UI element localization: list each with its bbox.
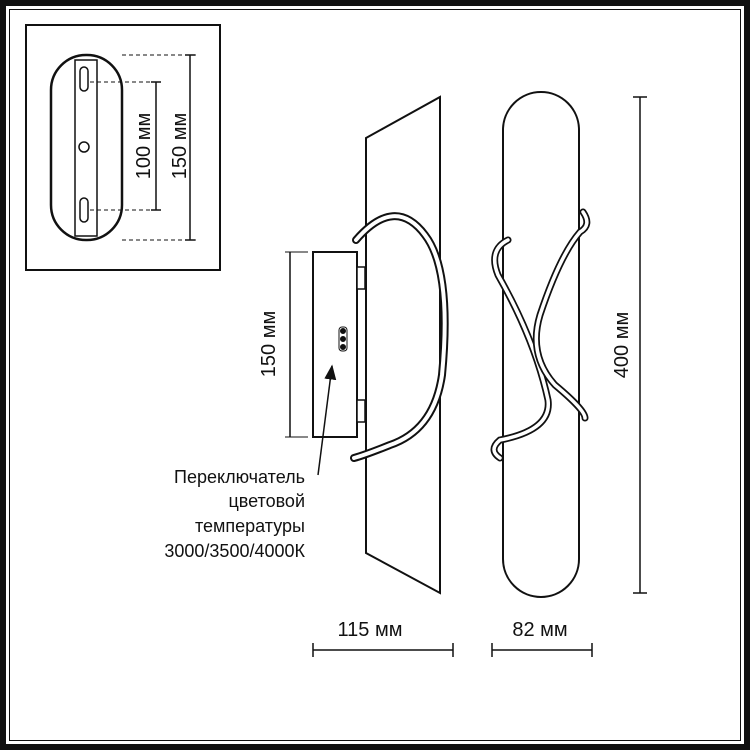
front-panel: [502, 91, 580, 598]
inset-box: [25, 24, 221, 271]
dim-label-total-height: 400 мм: [611, 312, 633, 378]
standoff-bottom: [356, 399, 366, 423]
switch-icon: [338, 326, 348, 352]
switch-pointer-arrow: [317, 364, 337, 476]
mount-hole-center: [78, 141, 90, 153]
inner-frame: [9, 9, 741, 741]
switch-dot-1: [340, 328, 346, 334]
mount-plate-inset: [25, 24, 221, 271]
mount-slot-bottom: [79, 197, 89, 223]
switch-label-line2: цветовой: [228, 491, 305, 511]
dim-label-mount-inner: 100 мм: [133, 113, 155, 179]
front-view: [490, 91, 647, 657]
mount-plate: [49, 53, 124, 242]
led-band-inner: [352, 214, 447, 460]
slanted-panel: [365, 95, 441, 595]
dim-label-side-depth: 115 мм: [338, 619, 403, 641]
mount-slot-top: [79, 66, 89, 92]
dim-label-side-base: 150 мм: [258, 311, 280, 377]
switch-label-line4: 3000/3500/4000К: [164, 541, 305, 561]
dim-label-mount-outer: 150 мм: [169, 113, 191, 179]
dim-label-front-width: 82 мм: [512, 619, 567, 641]
standoff-top: [356, 266, 366, 290]
side-view: [285, 95, 454, 657]
switch-label-line1: Переключатель: [174, 467, 305, 487]
wall-box: [312, 251, 358, 438]
mount-bracket: [74, 59, 98, 237]
switch-label-line3: температуры: [195, 516, 305, 536]
